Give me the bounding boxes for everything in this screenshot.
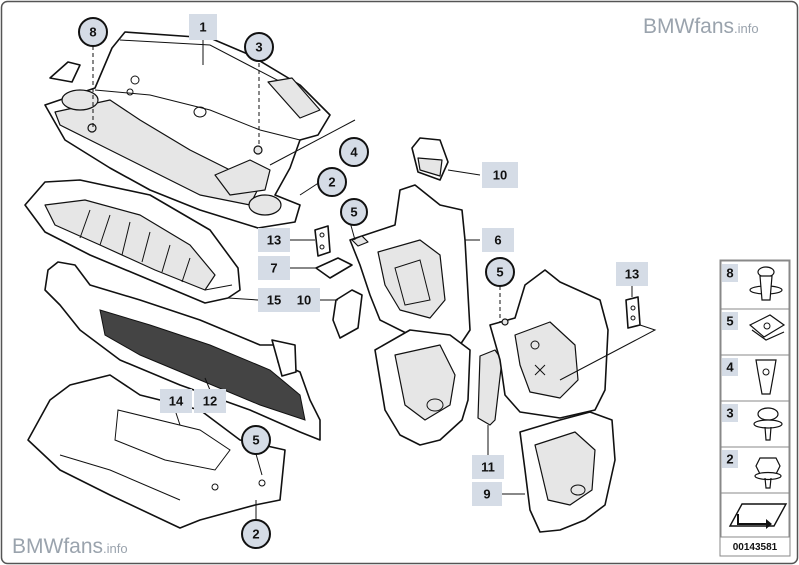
leader-lines bbox=[92, 40, 657, 519]
callout-5-mid: 5 bbox=[485, 257, 515, 287]
callout-11-label: 11 bbox=[481, 460, 495, 475]
callout-8-label: 8 bbox=[89, 25, 96, 40]
callout-2-top-label: 2 bbox=[328, 175, 335, 190]
part-7-clip bbox=[315, 257, 353, 279]
callout-5-top: 5 bbox=[340, 198, 368, 226]
watermark-bottom-left: BMWfans.info bbox=[12, 535, 128, 558]
callout-13-right: 13 bbox=[616, 262, 648, 286]
part-6-left-side-guide bbox=[349, 184, 471, 346]
part-13-bracket-left bbox=[314, 225, 331, 257]
part-14-lower-air-guide bbox=[27, 374, 286, 529]
callout-10-mid-label: 10 bbox=[297, 293, 311, 308]
callout-10-top: 10 bbox=[482, 162, 518, 188]
callout-13-left: 13 bbox=[258, 228, 290, 252]
clip-nut-icon bbox=[748, 314, 786, 341]
legend-8-label: 8 bbox=[726, 266, 733, 281]
callout-14: 14 bbox=[160, 389, 192, 413]
callout-5-bottom: 5 bbox=[241, 425, 271, 455]
callout-3-label: 3 bbox=[255, 40, 262, 55]
callout-2-bottom: 2 bbox=[241, 519, 271, 549]
part-9-lower-guide-right bbox=[519, 411, 616, 533]
legend-5-label: 5 bbox=[726, 314, 733, 329]
part-6-right-side-guide bbox=[489, 269, 609, 419]
part-15-lower-duct bbox=[24, 179, 241, 304]
legend-3-label: 3 bbox=[726, 406, 733, 421]
watermark-top-right: BMWfans.info bbox=[643, 15, 759, 38]
legend-row-5: 5 bbox=[720, 308, 790, 356]
diagram-id: 00143581 bbox=[733, 542, 778, 553]
callout-10-mid: 10 bbox=[288, 288, 320, 312]
part-9-lower-guide-left bbox=[374, 329, 471, 446]
callout-1: 1 bbox=[189, 14, 217, 40]
hex-screw-icon bbox=[754, 457, 782, 489]
legend-4-label: 4 bbox=[726, 360, 734, 375]
callout-2-bottom-label: 2 bbox=[252, 527, 259, 542]
callout-9: 9 bbox=[472, 482, 502, 506]
legend-arrow-tile bbox=[720, 492, 790, 538]
callout-14-label: 14 bbox=[169, 394, 184, 409]
part-13-bracket-right bbox=[625, 296, 641, 329]
legend-row-4: 4 bbox=[720, 354, 790, 402]
callout-15-label: 15 bbox=[267, 293, 281, 308]
callout-4-label: 4 bbox=[350, 145, 358, 160]
callout-2-top: 2 bbox=[317, 167, 347, 197]
fastener-marks bbox=[87, 123, 509, 326]
callout-4: 4 bbox=[339, 137, 369, 167]
callout-15: 15 bbox=[258, 288, 290, 312]
legend-row-2: 2 bbox=[720, 446, 790, 494]
callout-6: 6 bbox=[482, 228, 514, 252]
part-12-lower-rail bbox=[44, 261, 321, 441]
callout-1-label: 1 bbox=[199, 20, 206, 35]
callout-5-bottom-label: 5 bbox=[252, 433, 259, 448]
callout-8: 8 bbox=[78, 17, 108, 47]
watermark-top-suffix: .info bbox=[734, 21, 759, 36]
callout-10-top-label: 10 bbox=[493, 168, 507, 183]
callout-7-label: 7 bbox=[270, 261, 277, 276]
part-11-seal-strip bbox=[477, 349, 503, 426]
watermark-bottom-main: BMWfans bbox=[12, 535, 103, 558]
callout-9-label: 9 bbox=[483, 487, 490, 502]
callout-13-left-label: 13 bbox=[267, 233, 281, 248]
expanding-nut-icon bbox=[755, 359, 777, 395]
callout-5-mid-label: 5 bbox=[496, 265, 503, 280]
callout-13-right-label: 13 bbox=[625, 267, 639, 282]
part-10-cap-mid bbox=[332, 289, 363, 339]
callout-6-label: 6 bbox=[494, 233, 501, 248]
callout-12: 12 bbox=[194, 389, 226, 413]
part-10-cap-top bbox=[411, 137, 449, 181]
callout-11: 11 bbox=[472, 455, 504, 479]
callout-5-top-label: 5 bbox=[350, 205, 357, 220]
push-rivet-icon bbox=[749, 266, 783, 301]
arrow-icon bbox=[728, 503, 788, 529]
fastener-legend: 8 5 4 bbox=[719, 259, 791, 557]
callout-7: 7 bbox=[258, 256, 290, 280]
watermark-top-main: BMWfans bbox=[643, 15, 734, 38]
legend-row-8: 8 bbox=[720, 260, 790, 310]
callout-3: 3 bbox=[244, 32, 274, 62]
callout-12-label: 12 bbox=[203, 394, 217, 409]
legend-2-label: 2 bbox=[726, 452, 733, 467]
screw-with-washer-icon bbox=[753, 407, 783, 441]
watermark-bottom-suffix: .info bbox=[103, 541, 128, 556]
legend-row-3: 3 bbox=[720, 400, 790, 448]
